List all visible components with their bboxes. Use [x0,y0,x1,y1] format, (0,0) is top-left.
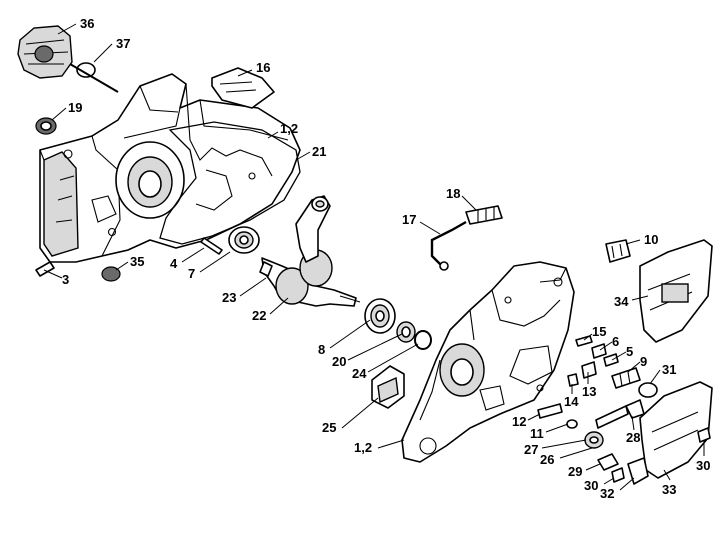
stud-9 [611,367,641,389]
pin-14 [567,373,579,387]
callout-29: 29 [568,464,582,479]
cover-33 [639,381,713,479]
bolt-10 [605,239,631,263]
callout-1-2-upper: 1,2 [280,121,298,136]
screw-5 [603,353,619,367]
leader-lines [43,23,705,491]
callout-7: 7 [188,266,195,281]
cover-34 [639,239,713,343]
left-crankcase-half [39,73,301,263]
cover-plate-16 [211,67,275,109]
callout-33: 33 [662,482,676,497]
pin-15 [575,335,593,347]
washer-11 [566,419,578,429]
ball-bearing-8 [364,298,396,334]
callout-37: 37 [116,36,130,51]
callout-13: 13 [582,384,596,399]
callout-9: 9 [640,354,647,369]
right-crankcase-half [401,261,575,463]
gasket-21 [159,121,301,245]
callout-18: 18 [446,186,460,201]
ball-bearing-7 [228,226,260,254]
callout-8: 8 [318,342,325,357]
callout-32: 32 [600,486,614,501]
callout-16: 16 [256,60,270,75]
callout-19: 19 [68,100,82,115]
callout-labels: 36 37 16 19 1,2 21 18 17 10 4 7 35 3 23 … [62,16,710,501]
pin-4 [200,237,223,255]
callout-6: 6 [612,334,619,349]
callout-26: 26 [540,452,554,467]
callout-12: 12 [512,414,526,429]
callout-35: 35 [130,254,144,269]
callout-10: 10 [644,232,658,247]
stud-13 [581,361,597,379]
callout-28: 28 [626,430,640,445]
callout-36: 36 [80,16,94,31]
callout-1-2-lower: 1,2 [354,440,372,455]
o-ring-37 [76,62,96,78]
plug-35 [101,266,121,282]
oil-seal-20 [396,321,416,343]
part-29 [597,453,619,471]
part-28 [625,399,645,419]
ignition-module-36 [17,25,119,93]
callout-31: 31 [662,362,676,377]
callout-27: 27 [524,442,538,457]
callout-3: 3 [62,272,69,287]
screw-3 [35,261,55,277]
screw-30a [611,467,625,483]
part-27 [584,431,604,449]
callout-17: 17 [402,212,416,227]
callout-21: 21 [312,144,326,159]
screw-30b [697,427,711,443]
callout-23: 23 [222,290,236,305]
callout-20: 20 [332,354,346,369]
callout-11: 11 [530,426,544,441]
callout-22: 22 [252,308,266,323]
callout-4: 4 [170,256,178,271]
crankshaft-22 [259,195,361,307]
oil-line-17-18 [430,205,503,271]
stud-12b [595,405,629,429]
circlip-24 [414,330,432,350]
callout-14: 14 [564,394,579,409]
callout-24: 24 [352,366,367,381]
callout-15: 15 [592,324,606,339]
part-32 [627,457,649,485]
callout-30-right: 30 [696,458,710,473]
av-buffer-25 [371,365,405,409]
callout-34: 34 [614,294,629,309]
oil-seal-19 [35,117,57,135]
bushing-6 [591,343,607,359]
part-31 [638,382,658,398]
bolt-12 [537,403,563,419]
callout-5: 5 [626,344,633,359]
callout-30-left: 30 [584,478,598,493]
callout-25: 25 [322,420,336,435]
